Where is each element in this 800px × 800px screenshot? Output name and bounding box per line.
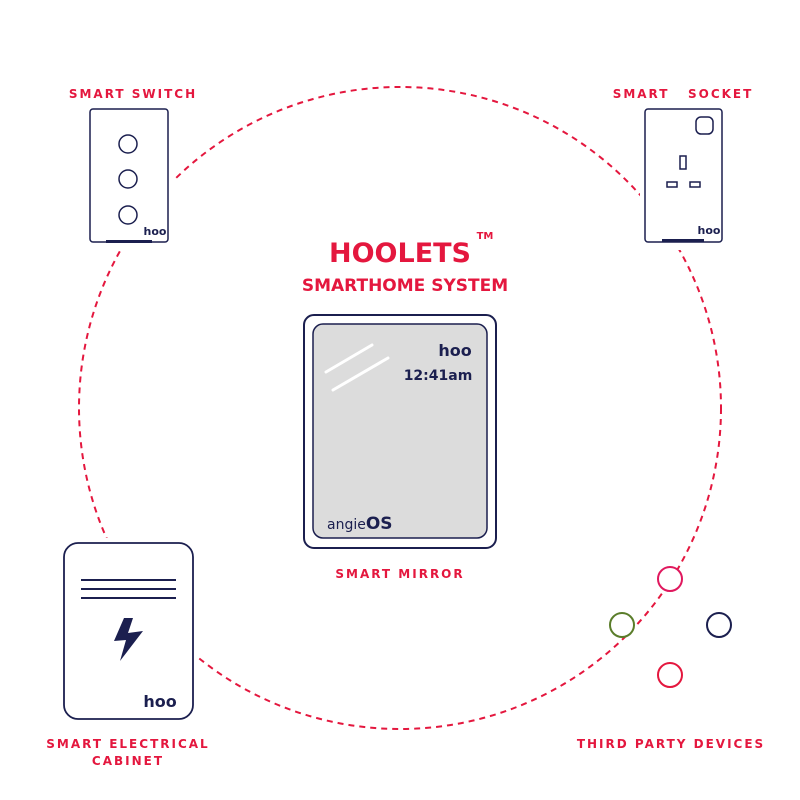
socket-earth-pin (679, 155, 687, 170)
cabinet-label-line1: SMART ELECTRICAL (46, 737, 209, 751)
socket-switch[interactable] (695, 116, 714, 135)
switch-label: SMART SWITCH (69, 87, 197, 101)
mirror-hoo-logo: hoo (438, 341, 471, 360)
mirror-os-label: angieOS (327, 514, 393, 534)
socket-neutral-pin (689, 181, 701, 188)
switch-hoo-logo: hoo (144, 225, 167, 238)
socket-hoo-logo: hoo (698, 224, 721, 237)
cabinet-hoo-logo: hoo (143, 692, 176, 711)
connection-ring (78, 86, 722, 730)
trademark: TM (477, 231, 494, 242)
smart-switch-device[interactable]: hoo (89, 108, 169, 243)
socket-base-bar (662, 239, 704, 242)
bolt-icon (114, 618, 143, 661)
smart-cabinet-device[interactable]: hoo (63, 542, 194, 720)
third-party-device-navy[interactable] (706, 612, 732, 638)
switch-button-2[interactable] (118, 169, 138, 189)
third-party-device-red[interactable] (657, 662, 683, 688)
switch-base-bar (106, 240, 152, 243)
system-subtitle: SMARTHOME SYSTEM (302, 276, 508, 296)
switch-button-1[interactable] (118, 134, 138, 154)
glass-shine-1 (324, 343, 374, 374)
third-party-device-green[interactable] (609, 612, 635, 638)
third-party-device-pink[interactable] (657, 566, 683, 592)
cabinet-label-line2: CABINET (92, 754, 164, 768)
smart-socket-device[interactable]: hoo (644, 108, 723, 243)
os-suffix: OS (366, 514, 393, 534)
smart-mirror-device[interactable]: hoo 12:41am angieOS (303, 314, 497, 549)
glass-shine-2 (331, 356, 390, 392)
system-title: HOOLETS (329, 238, 471, 269)
mirror-label: SMART MIRROR (335, 567, 464, 581)
os-prefix: angie (327, 517, 366, 533)
socket-live-pin (666, 181, 678, 188)
switch-button-3[interactable] (118, 205, 138, 225)
mirror-clock: 12:41am (404, 368, 473, 384)
third-party-label: THIRD PARTY DEVICES (577, 737, 765, 751)
socket-label: SMART SOCKET (613, 87, 754, 101)
